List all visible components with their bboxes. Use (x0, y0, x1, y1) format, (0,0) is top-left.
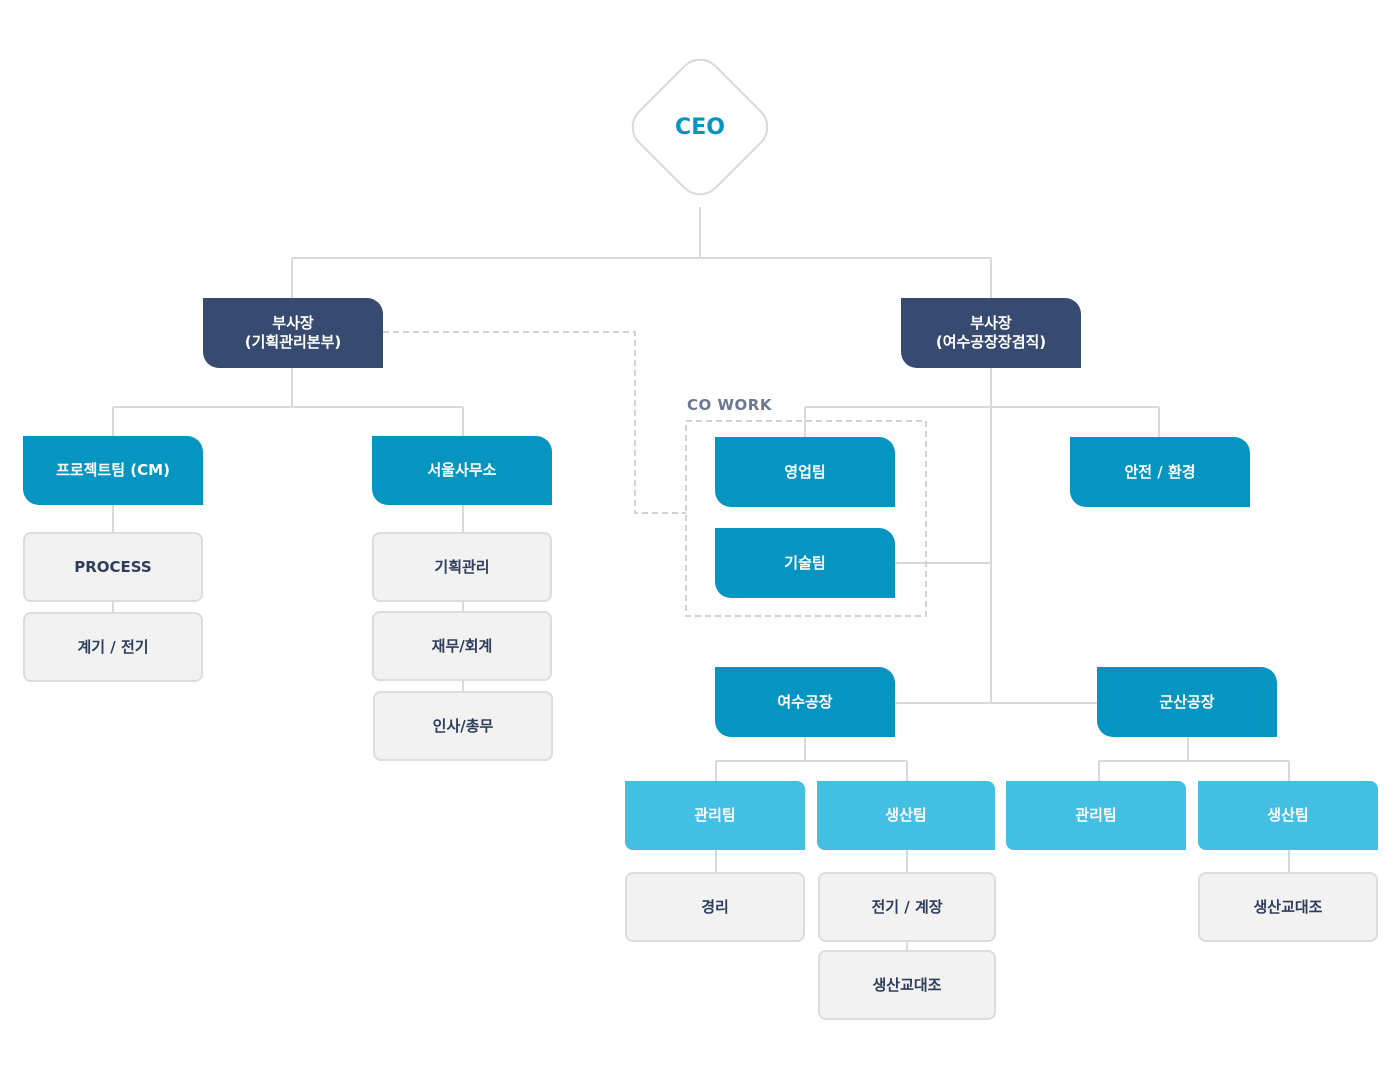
electric-instrument-node[interactable]: 전기 / 계장 (818, 872, 996, 942)
ceo-node[interactable]: CEO (675, 114, 725, 140)
seoul-office-node[interactable]: 서울사무소 (372, 436, 552, 505)
co-work-label: CO WORK (687, 396, 772, 414)
gunsan-shift-node[interactable]: 생산교대조 (1198, 872, 1378, 942)
planning-mgmt-node[interactable]: 기획관리 (372, 532, 552, 602)
sales-team-node[interactable]: 영업팀 (715, 437, 895, 507)
yeosu-plant-node[interactable]: 여수공장 (715, 667, 895, 737)
yeosu-shift-node[interactable]: 생산교대조 (818, 950, 996, 1020)
tech-team-node[interactable]: 기술팀 (715, 528, 895, 598)
ceo-diamond (631, 58, 769, 196)
gunsan-plant-node[interactable]: 군산공장 (1097, 667, 1277, 737)
instrument-electric-node[interactable]: 계기 / 전기 (23, 612, 203, 682)
yeosu-mgmt-team-node[interactable]: 관리팀 (625, 781, 805, 850)
gunsan-mgmt-team-node[interactable]: 관리팀 (1006, 781, 1186, 850)
gunsan-prod-team-node[interactable]: 생산팀 (1198, 781, 1378, 850)
process-node[interactable]: PROCESS (23, 532, 203, 602)
vp-yeosu-node[interactable]: 부사장 (여수공장장겸직) (901, 298, 1081, 368)
finance-accounting-node[interactable]: 재무/회계 (372, 611, 552, 681)
hr-general-node[interactable]: 인사/총무 (373, 691, 553, 761)
accounting-node[interactable]: 경리 (625, 872, 805, 942)
vp-planning-node[interactable]: 부사장 (기획관리본부) (203, 298, 383, 368)
safety-env-node[interactable]: 안전 / 환경 (1070, 437, 1250, 507)
project-team-node[interactable]: 프로젝트팀 (CM) (23, 436, 203, 505)
yeosu-prod-team-node[interactable]: 생산팀 (817, 781, 995, 850)
